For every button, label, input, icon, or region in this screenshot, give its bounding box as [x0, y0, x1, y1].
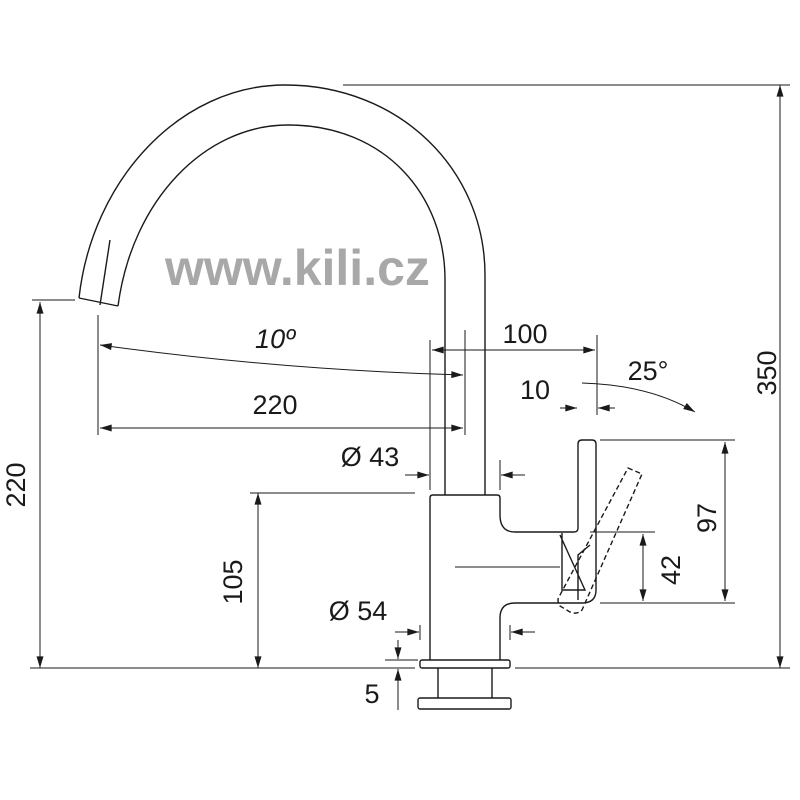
- dim-lever-height: 42: [656, 555, 686, 585]
- dim-base-thickness: 5: [364, 679, 379, 709]
- spout-tip: [78, 239, 119, 307]
- lever: [559, 533, 591, 600]
- spout-inner: [117, 124, 446, 495]
- dim-handle-offset: 100: [502, 319, 547, 349]
- dimension-lines: [30, 84, 790, 710]
- dim-lever-angle: 25°: [628, 356, 669, 386]
- bottom-plate: [417, 697, 512, 710]
- dim-body-height: 105: [218, 559, 248, 604]
- dim-reach: 220: [252, 390, 297, 420]
- spout-outer: [78, 84, 486, 495]
- faucet-body: [429, 439, 597, 660]
- dim-total-height: 350: [752, 350, 782, 395]
- mounting-stem: [437, 668, 493, 698]
- dim-spout-angle: 10º: [255, 324, 296, 354]
- dim-body-diameter: Ø 54: [329, 596, 388, 626]
- dim-spout-diameter: Ø 43: [341, 442, 400, 472]
- dim-spout-height: 220: [1, 462, 31, 507]
- watermark: www.kili.cz: [164, 240, 430, 296]
- dim-handle-height: 97: [692, 503, 722, 533]
- faucet-outline: [78, 84, 643, 710]
- dim-handle-gap: 10: [520, 375, 550, 405]
- lever-open-position: [557, 467, 643, 614]
- base-plate: [419, 659, 511, 669]
